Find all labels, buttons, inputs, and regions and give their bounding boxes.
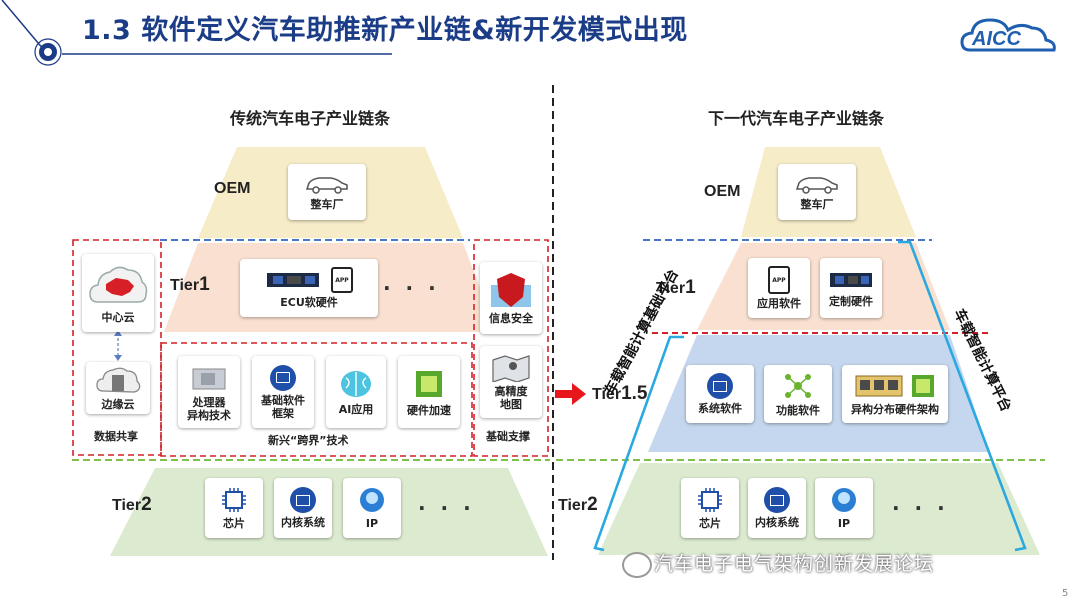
left-oem-label: OEM bbox=[214, 180, 251, 197]
hetero-hw-label: 异构分布硬件架构 bbox=[851, 403, 939, 416]
base-software-icon bbox=[270, 364, 296, 391]
custom-hw-card: 定制硬件 bbox=[820, 258, 882, 318]
kernel-icon bbox=[764, 487, 790, 513]
right-tier2-ellipsis: · · · bbox=[892, 496, 949, 520]
ecu-board-icon bbox=[267, 273, 319, 287]
aicc-logo: AICC bbox=[960, 14, 1060, 54]
app-software-card: APP 应用软件 bbox=[748, 258, 810, 318]
app-software-label: 应用软件 bbox=[757, 297, 801, 310]
security-shield-icon bbox=[491, 273, 531, 307]
left-ip-label: IP bbox=[365, 517, 379, 530]
app-icon: APP bbox=[768, 266, 790, 294]
left-oem-card-label: 整车厂 bbox=[310, 198, 344, 211]
chip-icon bbox=[222, 488, 246, 512]
right-chip-label: 芯片 bbox=[699, 517, 721, 530]
page-title: 1.3 软件定义汽车助推新产业链&新开发模式出现 bbox=[82, 15, 688, 46]
processor-icon bbox=[192, 368, 226, 389]
title-underline bbox=[62, 53, 392, 55]
edge-cloud-icon bbox=[96, 367, 141, 393]
center-cloud-card: 中心云 bbox=[82, 254, 154, 332]
cloud-china-icon bbox=[89, 266, 148, 303]
hw-accel-card: 硬件加速 bbox=[398, 356, 460, 428]
right-chip-card: 芯片 bbox=[681, 478, 739, 538]
right-oem-card-label: 整车厂 bbox=[800, 198, 834, 211]
right-tier2-label: Tier2 bbox=[558, 494, 598, 515]
left-tier2-label: Tier2 bbox=[112, 494, 152, 515]
hd-map-card: 高精度 地图 bbox=[480, 346, 542, 418]
network-nodes-icon bbox=[785, 374, 811, 398]
ai-brain-icon bbox=[341, 371, 371, 397]
security-label: 信息安全 bbox=[489, 312, 533, 325]
support-caption: 基础支撑 bbox=[486, 430, 530, 443]
left-ecu-label: ECU软硬件 bbox=[280, 296, 338, 309]
base-software-card: 基础软件 框架 bbox=[252, 356, 314, 428]
cross-tech-caption: 新兴“跨界”技术 bbox=[268, 434, 349, 447]
left-ecu-card: APP ECU软硬件 bbox=[240, 259, 378, 317]
logo-text: AICC bbox=[972, 28, 1021, 50]
center-cloud-label: 中心云 bbox=[101, 311, 135, 324]
wechat-icon bbox=[622, 552, 652, 578]
left-tier1-ellipsis: · · · bbox=[383, 276, 440, 300]
right-kernel-card: 内核系统 bbox=[748, 478, 806, 538]
processor-card: 处理器 异构技术 bbox=[178, 356, 240, 428]
right-ip-card: IP bbox=[815, 478, 873, 538]
chip-icon bbox=[698, 488, 722, 512]
map-icon bbox=[492, 354, 530, 382]
hw-accel-label: 硬件加速 bbox=[407, 404, 451, 417]
header-decoration bbox=[1, 0, 62, 66]
ip-head-icon bbox=[832, 488, 856, 512]
custom-hw-label: 定制硬件 bbox=[829, 295, 873, 308]
hw-board-icon bbox=[855, 375, 903, 397]
left-section-title: 传统汽车电子产业链条 bbox=[230, 109, 391, 128]
hw-accel-chip-icon bbox=[912, 375, 934, 397]
security-card: 信息安全 bbox=[480, 262, 542, 334]
watermark-text: 汽车电子电气架构创新发展论坛 bbox=[654, 553, 935, 575]
right-section-title: 下一代汽车电子产业链条 bbox=[708, 109, 885, 128]
base-software-label: 基础软件 框架 bbox=[261, 393, 305, 420]
left-oem-card: 整车厂 bbox=[288, 164, 366, 220]
data-sharing-caption: 数据共享 bbox=[94, 430, 138, 443]
right-tier1-label: Tier1 bbox=[656, 277, 696, 298]
ip-head-icon bbox=[360, 488, 384, 512]
ai-card: AI应用 bbox=[326, 356, 386, 428]
left-kernel-label: 内核系统 bbox=[281, 516, 325, 529]
right-tier15-label: Tier1.5 bbox=[592, 383, 648, 404]
left-chip-label: 芯片 bbox=[223, 517, 245, 530]
app-icon: APP bbox=[331, 267, 353, 293]
left-ip-card: IP bbox=[343, 478, 401, 538]
page-number: 5 bbox=[1062, 588, 1069, 599]
processor-label: 处理器 异构技术 bbox=[187, 395, 231, 422]
ai-label: AI应用 bbox=[338, 403, 374, 416]
hw-accel-chip-icon bbox=[416, 371, 442, 397]
left-tier1-label: Tier1 bbox=[170, 274, 210, 295]
right-ip-label: IP bbox=[837, 517, 851, 530]
system-software-label: 系统软件 bbox=[698, 402, 742, 415]
ecu-board-icon bbox=[830, 273, 872, 287]
hd-map-label: 高精度 地图 bbox=[494, 384, 528, 411]
edge-cloud-label: 边缘云 bbox=[101, 398, 135, 411]
function-software-label: 功能软件 bbox=[776, 404, 820, 417]
car-icon bbox=[795, 177, 838, 194]
system-software-card: 系统软件 bbox=[686, 365, 754, 423]
right-oem-label: OEM bbox=[704, 183, 741, 200]
car-icon bbox=[305, 177, 348, 194]
left-chip-card: 芯片 bbox=[205, 478, 263, 538]
system-software-icon bbox=[707, 373, 733, 399]
kernel-icon bbox=[290, 487, 316, 513]
right-oem-card: 整车厂 bbox=[778, 164, 856, 220]
right-kernel-label: 内核系统 bbox=[755, 516, 799, 529]
hetero-hw-card: 异构分布硬件架构 bbox=[842, 365, 948, 423]
edge-cloud-card: 边缘云 bbox=[86, 362, 150, 414]
left-kernel-card: 内核系统 bbox=[274, 478, 332, 538]
function-software-card: 功能软件 bbox=[764, 365, 832, 423]
left-tier2-ellipsis: · · · bbox=[418, 496, 475, 520]
